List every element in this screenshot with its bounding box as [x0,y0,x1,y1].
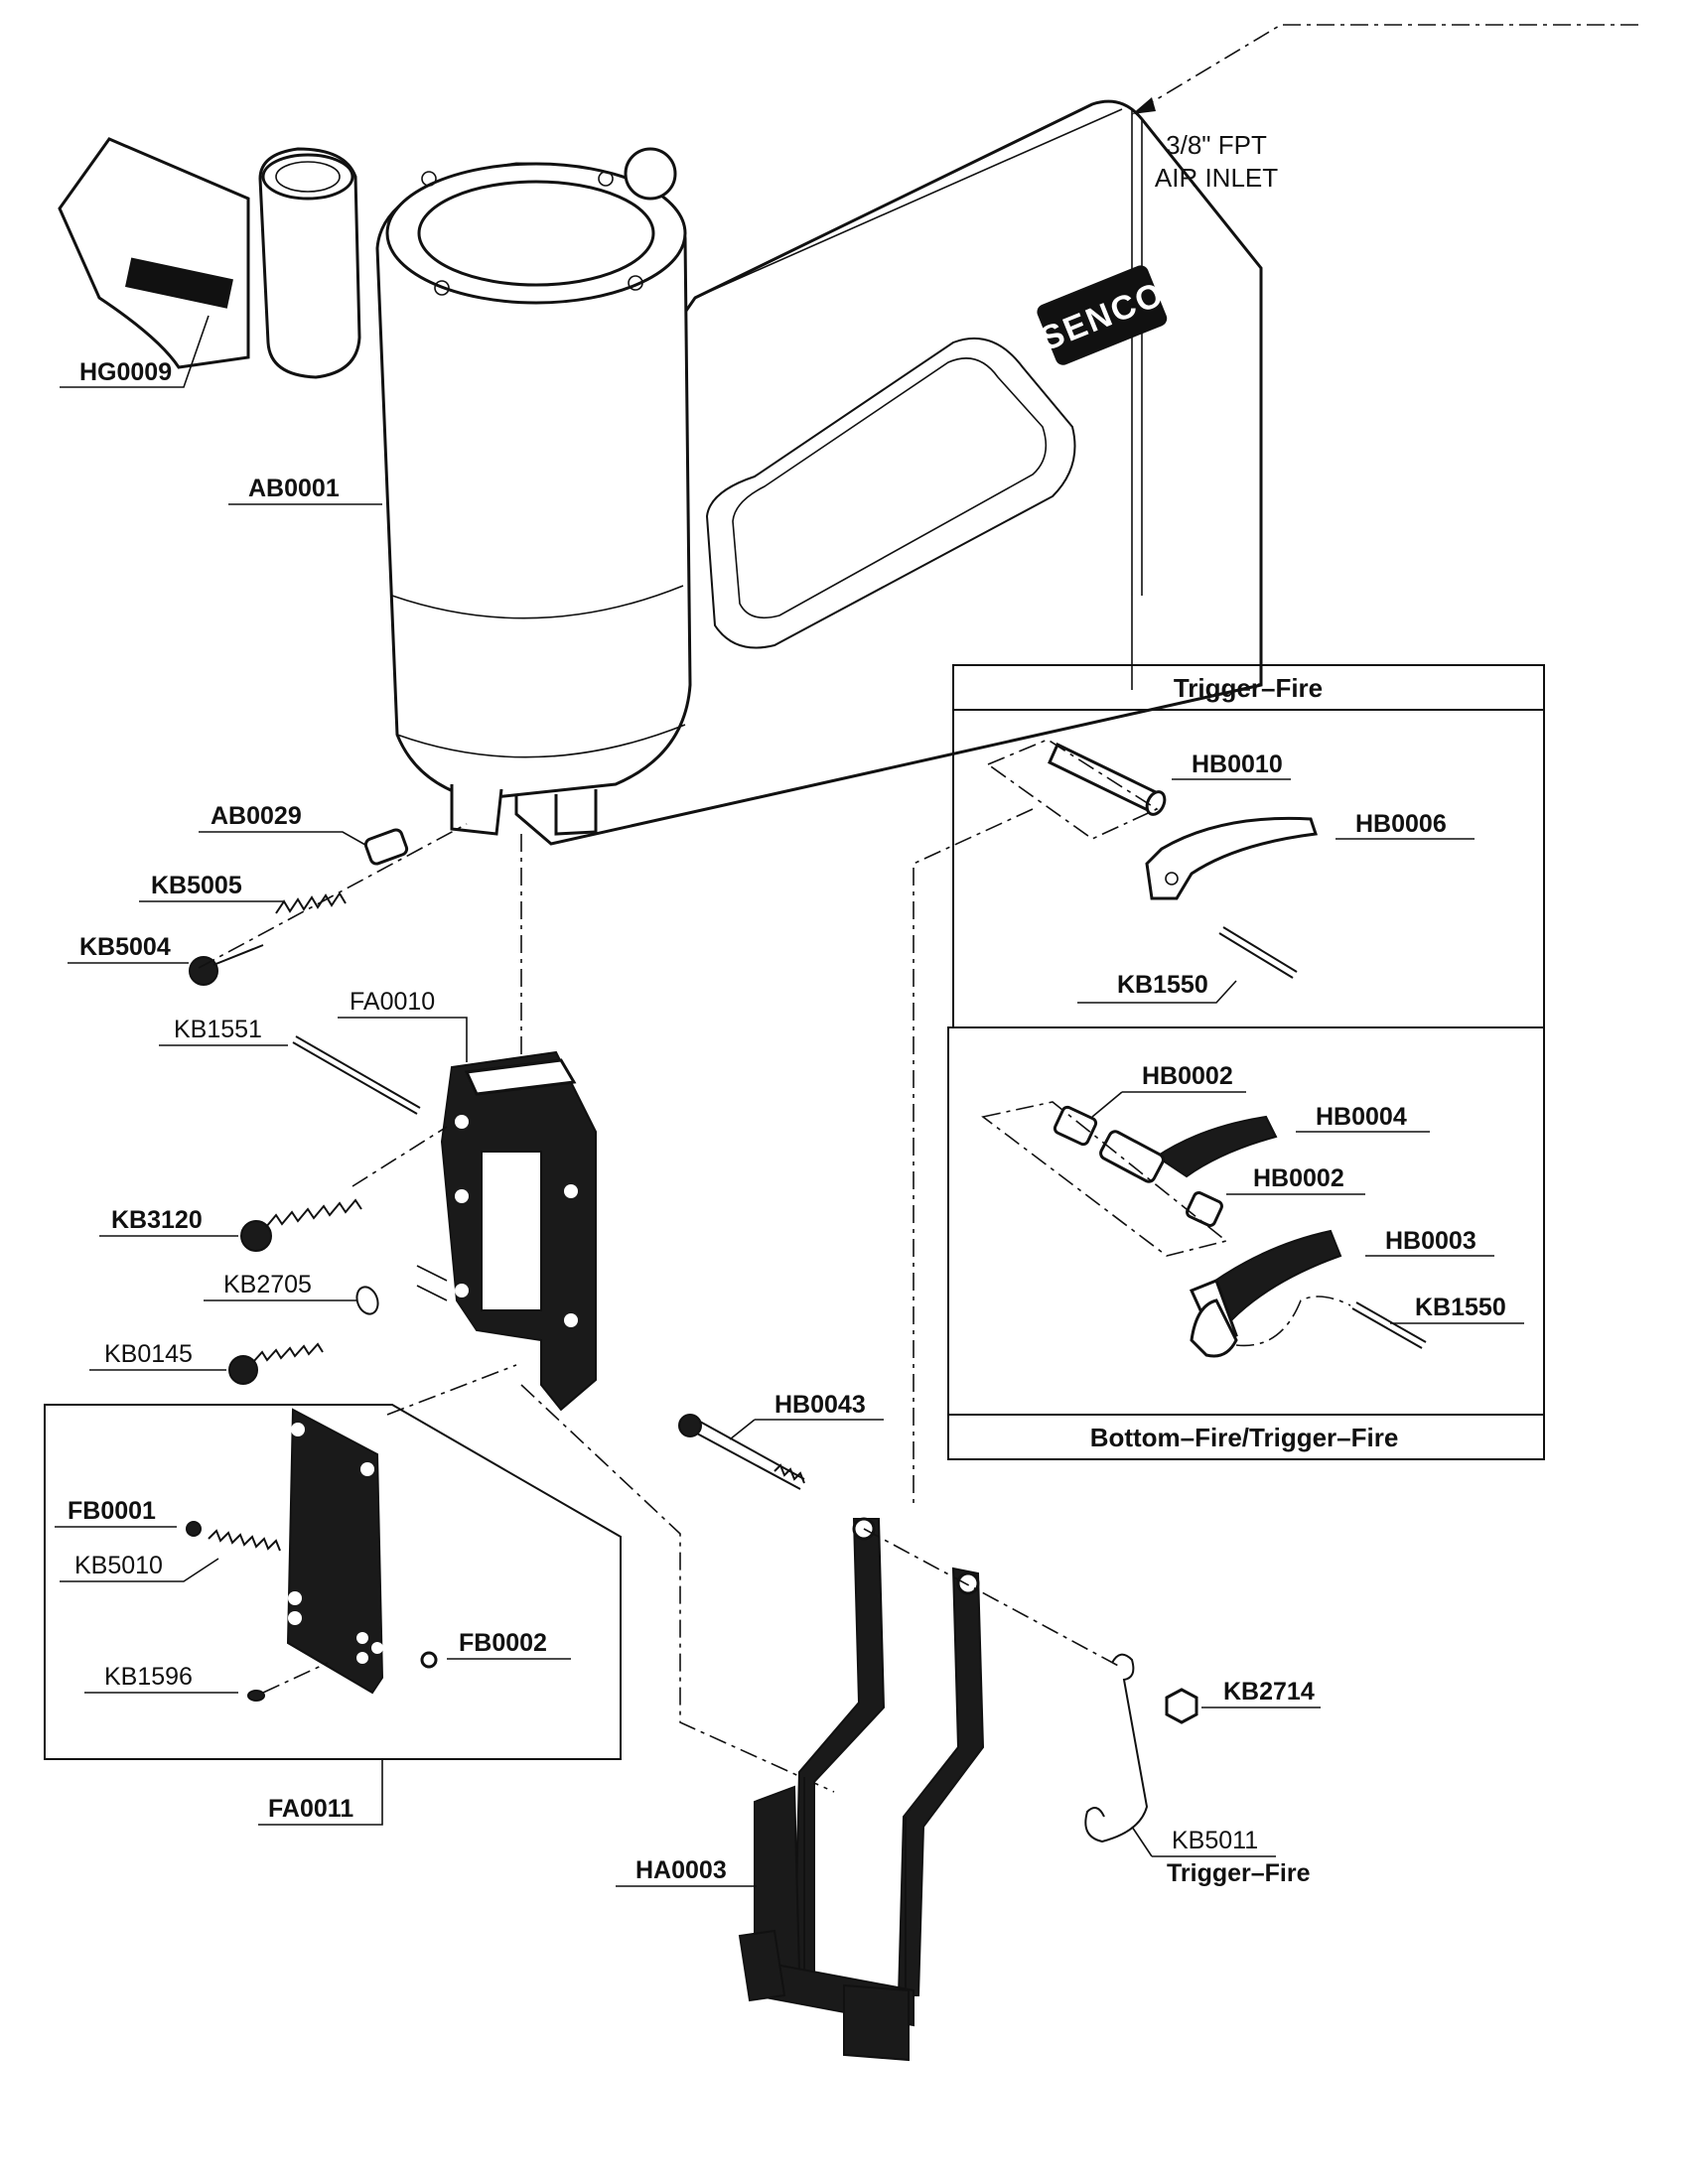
svg-text:KB5004: KB5004 [79,933,171,961]
svg-text:HB0010: HB0010 [1192,751,1283,778]
door-plate [286,1408,384,1695]
svg-text:FB0002: FB0002 [459,1629,547,1657]
kb1550-pin-top: KB1550 [1077,926,1298,1004]
hb0006-trigger: HB0006 [1145,810,1475,900]
kb2705-washer: KB2705 [204,1265,448,1315]
kb2714-nut: KB2714 [1165,1678,1321,1724]
callout-fa0011: FA0011 [258,1759,383,1826]
callout-kb1596: KB1596 [84,1662,329,1702]
svg-text:KB5005: KB5005 [151,872,242,899]
cylinder-cap-hg0009 [58,137,361,379]
hb0003-contact: HB0003 [1189,1227,1494,1358]
svg-text:AB0029: AB0029 [211,802,302,830]
bottom-fire-title: Bottom–Fire/Trigger–Fire [1090,1423,1399,1452]
svg-text:HB0043: HB0043 [774,1391,866,1419]
ab0029-dowel [363,828,409,866]
svg-text:FB0001: FB0001 [68,1497,156,1525]
svg-text:KB2705: KB2705 [223,1271,312,1298]
svg-text:AB0001: AB0001 [248,475,340,502]
svg-text:HA0003: HA0003 [635,1856,727,1884]
callout-fb0001: FB0001 [55,1497,202,1537]
callout-kb5004: KB5004 [68,933,189,964]
kb5005-spring [275,891,347,914]
main-cylinder-ab0001 [375,147,692,836]
svg-text:HB0003: HB0003 [1385,1227,1477,1255]
kb5004-screw [189,944,264,986]
fa0010-driver-guide [440,1050,597,1412]
svg-text:HB0006: HB0006 [1355,810,1447,838]
air-inlet-line2: AIR INLET [1155,163,1278,193]
svg-text:HG0009: HG0009 [79,358,172,386]
fa0011-box [44,1364,622,1760]
bottom-fire-box: Bottom–Fire/Trigger–Fire [947,1026,1545,1460]
kb3120-screw: KB3120 [99,1126,448,1252]
svg-text:KB1550: KB1550 [1415,1294,1506,1321]
callout-fb0002: FB0002 [420,1629,571,1669]
svg-text:KB1550: KB1550 [1117,971,1208,999]
hb0043-bolt: HB0043 [678,1391,884,1490]
tool-frame [514,99,1263,846]
svg-text:HB0002: HB0002 [1142,1062,1233,1090]
svg-text:KB0145: KB0145 [104,1340,193,1368]
callout-hg0009: HG0009 [60,315,210,388]
callout-ab0001: AB0001 [228,475,382,505]
hb0010-pin: HB0010 [986,739,1291,840]
svg-text:KB2714: KB2714 [1223,1678,1315,1706]
kb5010-spring: KB5010 [60,1529,281,1582]
callout-fa0010: FA0010 [338,988,468,1062]
svg-text:FA0011: FA0011 [268,1795,353,1823]
ha0003-contact-arm [738,1517,985,2062]
svg-text:FA0010: FA0010 [350,988,435,1016]
callout-ha0003: HA0003 [616,1856,757,1887]
svg-text:KB5010: KB5010 [74,1552,163,1579]
callout-ab0029: AB0029 [199,802,373,850]
svg-text:KB5011: KB5011 [1172,1827,1258,1854]
hb0004-lever: HB0004 [1099,1103,1430,1183]
kb1550-pin-bottom: KB1550 [1235,1294,1524,1349]
hb0002-bushing-a: HB0002 [1053,1062,1246,1147]
kb0145-screw: KB0145 [89,1340,324,1385]
trigger-fire-title: Trigger–Fire [1174,673,1323,703]
hb0002-bushing-b: HB0002 [1186,1164,1365,1227]
svg-text:HB0002: HB0002 [1253,1164,1344,1192]
svg-text:KB3120: KB3120 [111,1206,203,1234]
svg-text:KB1551: KB1551 [174,1016,262,1043]
callout-kb5005: KB5005 [139,872,283,902]
kb5011-note: Trigger–Fire [1167,1859,1311,1887]
svg-text:KB1596: KB1596 [104,1663,193,1691]
kb5011-spring: KB5011 Trigger–Fire [1084,1653,1311,1887]
kb1551-pin: KB1551 [159,1016,421,1115]
air-inlet-callout: 3/8" FPT AIR INLET [1131,24,1638,193]
air-inlet-line1: 3/8" FPT [1166,130,1267,160]
svg-text:HB0004: HB0004 [1316,1103,1407,1131]
